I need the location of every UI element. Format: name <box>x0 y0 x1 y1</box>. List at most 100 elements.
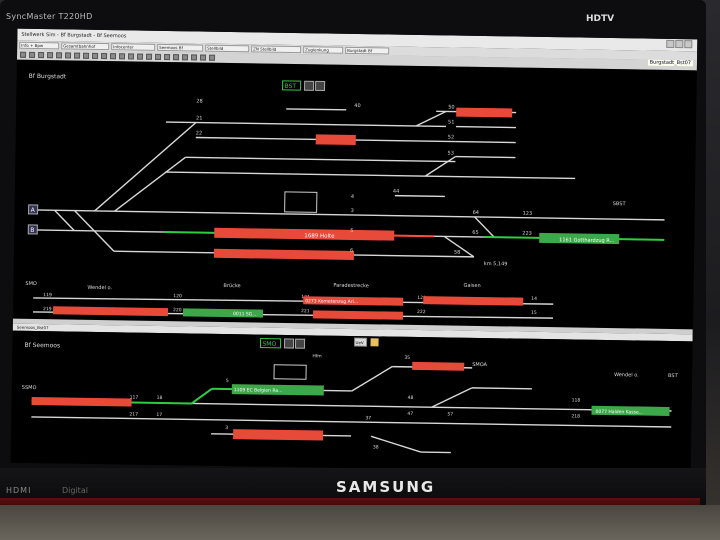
panel-burgstadt: Bf Burgstadt BST <box>12 59 697 330</box>
toolbar-button-icon[interactable] <box>100 53 108 60</box>
train2-label-1: 1109 EC Belgien Ra... <box>234 387 283 394</box>
line-train-red-2[interactable] <box>423 296 524 306</box>
svg-text:117: 117 <box>130 394 139 400</box>
monitor-screen: Stellwerk Sim - Bf Burgstadt - Bf Seemoo… <box>10 28 698 474</box>
left-code: SSMO <box>22 385 37 391</box>
svg-text:53: 53 <box>447 150 453 156</box>
code-button-2[interactable] <box>315 80 326 92</box>
line-labels: Wendel o. Brücke Paradestrecke Gaisen <box>87 283 480 292</box>
toolbar-button-icon[interactable] <box>181 54 189 61</box>
uev-indicator[interactable] <box>353 337 368 347</box>
toolbar-button-icon[interactable] <box>145 53 153 60</box>
svg-text:118: 118 <box>572 397 581 403</box>
line-train-red-3[interactable] <box>312 310 404 320</box>
svg-text:17: 17 <box>156 412 162 418</box>
toolbar-button-icon[interactable] <box>19 51 27 58</box>
svg-text:120: 120 <box>173 293 182 299</box>
train-block-2[interactable] <box>539 232 620 245</box>
toolbar-button-icon[interactable] <box>55 52 63 59</box>
station2-title: Bf Seemoos <box>24 342 60 350</box>
toolbar-button-icon[interactable] <box>109 53 117 60</box>
wendel-label: Wendel o. <box>614 372 639 378</box>
train-block-4[interactable] <box>315 134 356 146</box>
toolbar-button-icon[interactable] <box>208 54 216 61</box>
route2-green <box>131 387 213 405</box>
svg-text:44: 44 <box>393 189 399 195</box>
line-train-label-2: 0273 Kometenzug Ari... <box>305 298 358 305</box>
line-left-code: SMO <box>25 281 37 287</box>
far-station-code: SBST <box>613 201 627 207</box>
minimize-icon[interactable] <box>666 39 675 49</box>
toolbar-button-icon[interactable] <box>91 52 99 59</box>
tab-2[interactable]: Infocenter <box>111 43 156 51</box>
toolbar-button-icon[interactable] <box>127 53 135 60</box>
entry-a-button[interactable] <box>28 204 39 215</box>
monitor-model-label: SyncMaster T220HD <box>6 12 93 21</box>
toolbar-button-icon[interactable] <box>46 52 54 59</box>
svg-text:38: 38 <box>373 444 379 450</box>
svg-text:47: 47 <box>407 411 413 417</box>
svg-text:5: 5 <box>350 228 353 234</box>
toolbar-button-icon[interactable] <box>37 52 45 59</box>
svg-text:15: 15 <box>531 310 537 316</box>
tab-7[interactable]: Burgstadt Bf <box>345 46 390 55</box>
maximize-icon[interactable] <box>675 40 684 49</box>
train2-block-3[interactable] <box>233 429 324 441</box>
svg-text:18: 18 <box>157 395 163 401</box>
line-train-1[interactable] <box>182 308 264 318</box>
svg-text:48: 48 <box>408 395 414 401</box>
entry-a-label: A <box>31 207 36 214</box>
tab-5[interactable]: ZN Stellbild <box>251 45 302 54</box>
train2-red-2[interactable] <box>412 361 465 371</box>
train2-block-1[interactable] <box>231 384 324 396</box>
toolbar-button-icon[interactable] <box>190 54 198 61</box>
svg-text:65: 65 <box>472 230 478 236</box>
tab-6[interactable]: Zuglenkung <box>303 46 344 54</box>
tab-3[interactable]: Seemoos Bf <box>157 43 204 52</box>
tab-4[interactable]: Stellbild <box>205 44 250 53</box>
train-block-3[interactable] <box>213 248 354 260</box>
train-label-2: 1161 Gotthardzug R... <box>559 237 615 244</box>
svg-text:3: 3 <box>225 425 228 431</box>
train2-block-2[interactable] <box>591 405 670 416</box>
toolbar-button-icon[interactable] <box>172 54 180 61</box>
svg-text:223: 223 <box>522 231 532 237</box>
train-block-1[interactable] <box>214 227 395 241</box>
svg-text:57: 57 <box>447 411 453 417</box>
station-code: BST <box>285 83 297 90</box>
svg-text:222: 222 <box>417 309 426 315</box>
code2-button-2[interactable] <box>294 338 306 349</box>
train-block-5[interactable] <box>456 107 513 118</box>
svg-text:217: 217 <box>129 411 138 417</box>
train2-red-1[interactable] <box>31 396 132 407</box>
toolbar-button-icon[interactable] <box>199 54 207 61</box>
svg-text:52: 52 <box>448 134 454 140</box>
code2-button-1[interactable] <box>283 338 295 349</box>
svg-text:22: 22 <box>196 131 202 137</box>
close-icon[interactable] <box>684 40 693 49</box>
toolbar-button-icon[interactable] <box>73 52 81 59</box>
brand-logo: SAMSUNG <box>336 478 436 496</box>
entry-b-button[interactable] <box>27 224 38 235</box>
line-train-2[interactable] <box>303 296 404 306</box>
window-title: Stellwerk Sim - Bf Burgstadt - Bf Seemoo… <box>21 31 127 40</box>
tab-1[interactable]: Gesamtbahnhof <box>61 42 110 51</box>
svg-text:Paradestrecke: Paradestrecke <box>333 283 368 290</box>
km-label: km 5,149 <box>484 261 508 267</box>
code-button-1[interactable] <box>304 80 315 91</box>
svg-text:Brücke: Brücke <box>223 283 240 289</box>
tab-0[interactable]: Info + Bpw <box>19 41 60 50</box>
svg-text:35: 35 <box>404 355 410 361</box>
toolbar-button-icon[interactable] <box>163 53 171 61</box>
toolbar-button-icon[interactable] <box>28 51 36 58</box>
digital-label: Digital <box>62 486 88 495</box>
toolbar-button-icon[interactable] <box>136 53 144 60</box>
svg-text:64: 64 <box>473 210 479 216</box>
toolbar-button-icon[interactable] <box>64 52 72 59</box>
line-train-red-1[interactable] <box>52 306 169 317</box>
toolbar-button-icon[interactable] <box>82 52 90 59</box>
station-building <box>284 191 318 213</box>
toolbar-button-icon[interactable] <box>118 53 126 60</box>
toolbar-button-icon[interactable] <box>154 53 162 60</box>
hfm-label: Hfm <box>312 353 321 359</box>
